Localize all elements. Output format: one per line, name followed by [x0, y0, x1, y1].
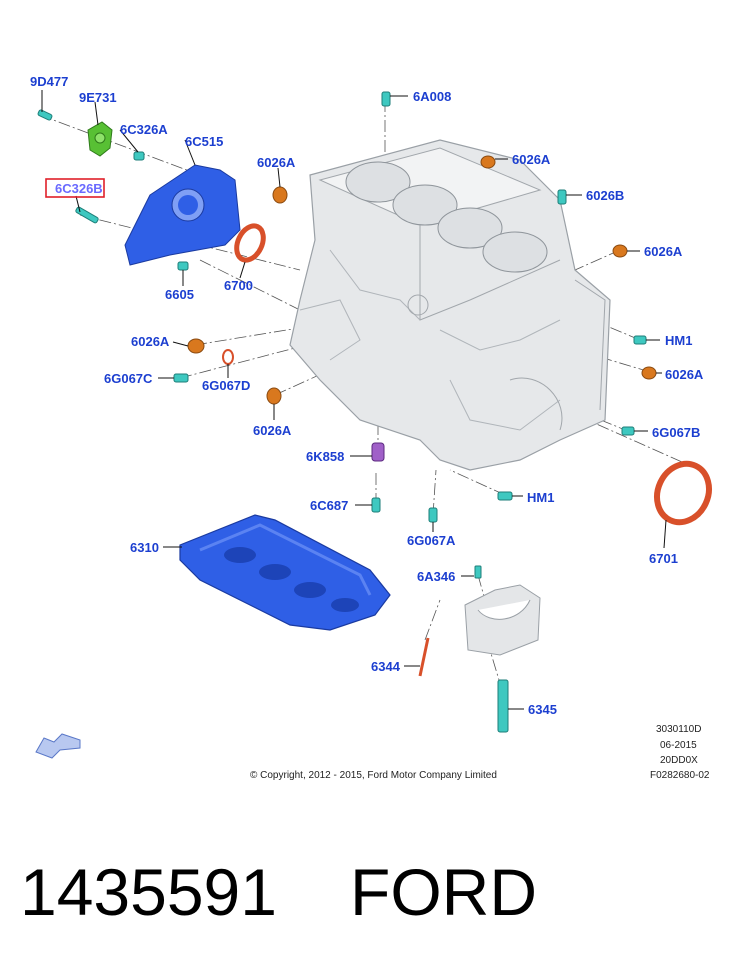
core-plugs — [187, 155, 657, 405]
callout-6G067D: 6G067D — [202, 378, 250, 393]
sensor-6K858 — [371, 442, 385, 462]
code-line-1: 3030110D — [656, 724, 701, 735]
callout-6310: 6310 — [130, 540, 159, 555]
callout-6C687: 6C687 — [310, 498, 348, 513]
callout-6G067C: 6G067C — [104, 371, 153, 386]
callout-6026A-left-middle: 6026A — [131, 334, 170, 349]
rear-main-seal-6701 — [654, 460, 712, 526]
callout-labels: 9D477 9E731 6C326A 6C515 6C326B 6605 670… — [30, 74, 704, 717]
footer: 1435591 FORD — [20, 855, 537, 929]
cylinder-block — [289, 139, 611, 471]
callout-6C326A: 6C326A — [120, 122, 168, 137]
rear-seal-retainer-plate — [124, 164, 241, 266]
green-component — [87, 121, 113, 157]
code-line-3: 20DD0X — [660, 755, 698, 766]
callout-6026A-left-upper: 6026A — [257, 155, 296, 170]
main-bearing-cap — [464, 584, 541, 656]
callout-6A346: 6A346 — [417, 569, 455, 584]
callout-6026A-right-upper: 6026A — [644, 244, 683, 259]
o-ring-6G067D — [222, 349, 234, 365]
main-bearing-carrier — [179, 514, 391, 631]
code-line-2: 06-2015 — [660, 740, 697, 751]
copyright-text: © Copyright, 2012 - 2015, Ford Motor Com… — [250, 770, 497, 781]
code-line-4: F0282680-02 — [650, 770, 710, 781]
part-number: 1435591 — [20, 855, 277, 929]
callout-6A008: 6A008 — [413, 89, 451, 104]
callout-6K858: 6K858 — [306, 449, 344, 464]
callout-6344: 6344 — [371, 659, 401, 674]
callout-6701: 6701 — [649, 551, 678, 566]
callout-6026A-top: 6026A — [512, 152, 551, 167]
callout-6026A-left-lower: 6026A — [253, 423, 292, 438]
highlight-box — [45, 178, 105, 198]
front-seal-6700 — [234, 223, 266, 263]
front-direction-arrow-icon — [35, 733, 81, 759]
callout-6345: 6345 — [528, 702, 557, 717]
callout-6605: 6605 — [165, 287, 194, 302]
callout-9E731: 9E731 — [79, 90, 117, 105]
callout-9D477: 9D477 — [30, 74, 68, 89]
callout-6C326B: 6C326B — [55, 181, 103, 196]
callout-6026B: 6026B — [586, 188, 624, 203]
callout-6G067A: 6G067A — [407, 533, 456, 548]
diagram-metadata: © Copyright, 2012 - 2015, Ford Motor Com… — [250, 724, 710, 781]
callout-6700: 6700 — [224, 278, 253, 293]
brand-name: FORD — [350, 855, 537, 929]
dowel-pin-6344 — [418, 637, 430, 677]
callout-HM1-lower: HM1 — [527, 490, 554, 505]
callout-HM1-upper: HM1 — [665, 333, 692, 348]
callout-6C515: 6C515 — [185, 134, 223, 149]
callout-6026A-right-lower: 6026A — [665, 367, 704, 382]
callout-6G067B: 6G067B — [652, 425, 700, 440]
fasteners — [37, 91, 647, 733]
leader-lines — [41, 90, 667, 710]
